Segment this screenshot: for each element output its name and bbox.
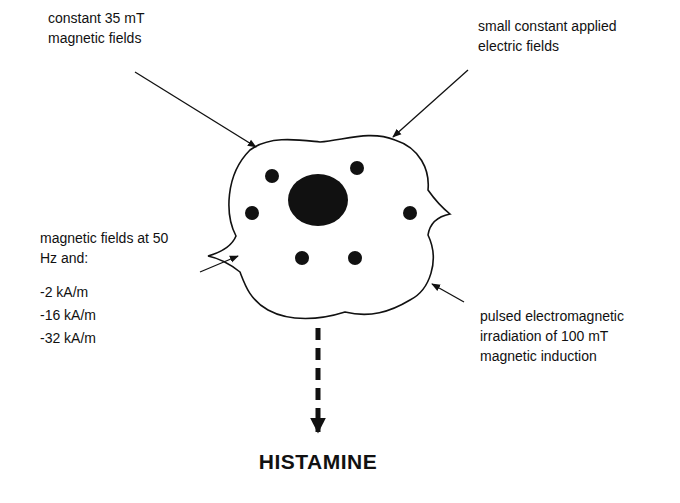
- stimulus-label: -32 kA/m: [40, 328, 150, 348]
- nucleus: [288, 174, 348, 226]
- cell-outline: [208, 136, 450, 319]
- stimulus-label: constant 35 mT magnetic fields: [48, 8, 173, 48]
- granules: [245, 161, 417, 265]
- stimulus-label: -16 kA/m: [40, 305, 150, 325]
- stimulus-label: -2 kA/m: [40, 282, 150, 302]
- release-arrow: [316, 328, 321, 432]
- product-label: HISTAMINE: [259, 452, 377, 472]
- stimulus-label: pulsed electromagnetic irradiation of 10…: [480, 306, 645, 366]
- field-arrows: [135, 70, 468, 302]
- stimulus-label: small constant applied electric fields: [478, 16, 648, 56]
- stimulus-label: magnetic fields at 50 Hz and:: [40, 228, 170, 268]
